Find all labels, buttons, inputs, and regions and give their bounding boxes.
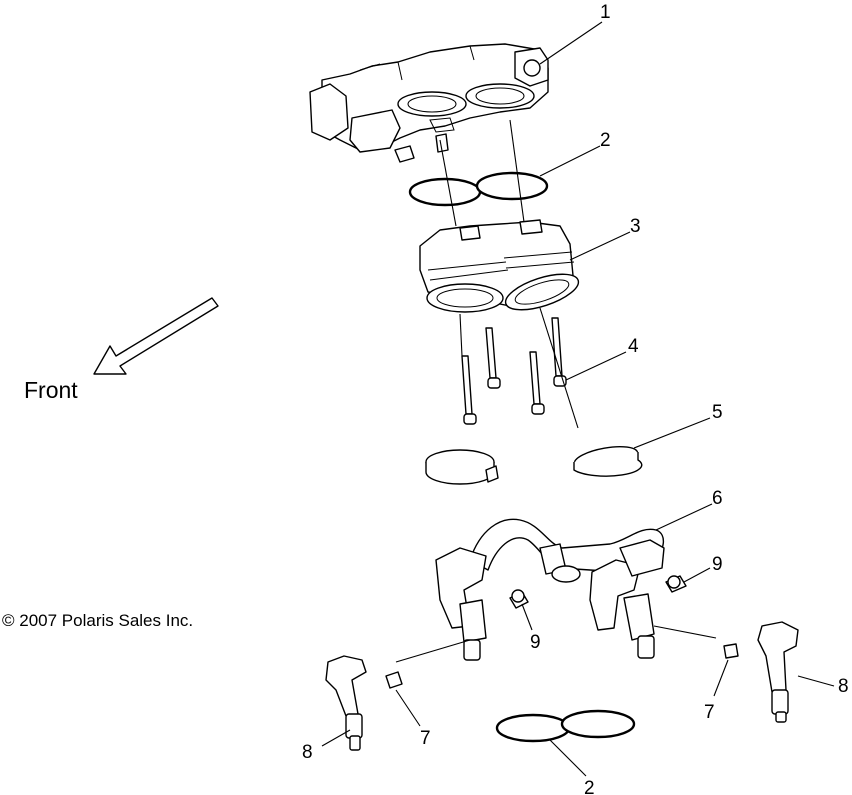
callout-2-top: 2 [600, 130, 611, 151]
injectors-mounted-part [459, 593, 655, 661]
leader-8a [321, 729, 351, 747]
loose-injectors-part [325, 621, 799, 751]
leader-7a [395, 689, 421, 727]
leader-injector-right [653, 625, 717, 639]
leader-9a [521, 603, 533, 631]
callout-8-left: 8 [302, 742, 313, 763]
callout-4: 4 [628, 336, 639, 357]
callout-1: 1 [600, 2, 611, 23]
leader-8b [797, 675, 835, 687]
leader-7b [713, 659, 729, 697]
leader-3 [569, 231, 631, 261]
callout-6: 6 [712, 488, 723, 509]
clips-part [385, 643, 739, 689]
front-label: Front [24, 377, 78, 403]
copyright-text: © 2007 Polaris Sales Inc. [2, 611, 193, 630]
fuel-rail-part [435, 518, 665, 631]
callout-5: 5 [712, 402, 723, 423]
twin-gasket-top-part [408, 171, 549, 207]
front-arrow-icon [93, 297, 219, 375]
bolts-part [461, 317, 567, 425]
clamps-part [425, 445, 643, 485]
callout-7-left: 7 [420, 728, 431, 749]
leader-4 [565, 351, 627, 381]
callout-7-right: 7 [704, 702, 715, 723]
leader-9b [683, 567, 711, 583]
leader-6 [655, 503, 713, 531]
leader-2a [539, 145, 601, 177]
leader-injector-left [395, 639, 471, 663]
callout-9-left: 9 [530, 632, 541, 653]
fittings-part [509, 575, 687, 609]
leader-2b [549, 739, 587, 777]
leader-1 [539, 21, 603, 65]
callout-9-right: 9 [712, 554, 723, 575]
twin-gasket-bottom-part [495, 709, 636, 743]
intake-boot-part [419, 219, 580, 313]
callout-3: 3 [630, 216, 641, 237]
callout-2-bottom: 2 [584, 778, 595, 795]
leader-5 [633, 417, 711, 449]
callout-8-right: 8 [838, 676, 849, 697]
throttle-body-part [309, 43, 549, 163]
